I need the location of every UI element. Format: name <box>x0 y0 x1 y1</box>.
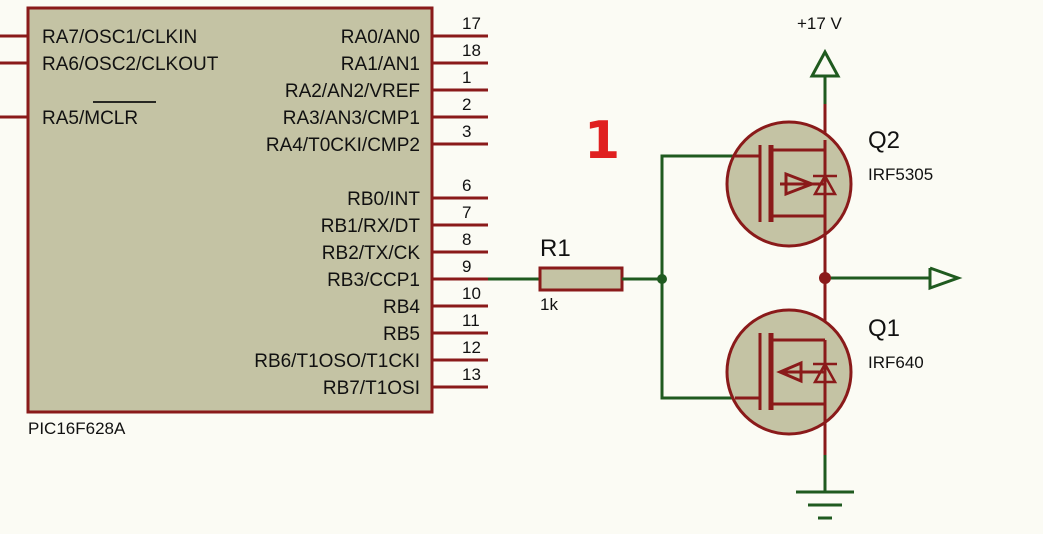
mosfet-q1[interactable]: Q1 IRF640 <box>725 308 924 436</box>
right-pin-stubs <box>432 34 488 389</box>
supply-terminal[interactable]: +17 V <box>797 14 843 104</box>
pin-number: 7 <box>462 203 471 222</box>
pic-microcontroller[interactable]: RA7/OSC1/CLKIN RA6/OSC2/CLKOUT RA5/MCLR … <box>0 6 488 438</box>
pin-number: 10 <box>462 284 481 303</box>
gate-bus-wire[interactable] <box>660 154 735 400</box>
chip-body <box>26 6 434 414</box>
q1-part-label: IRF640 <box>868 353 924 372</box>
q1-arrow-icon <box>776 360 803 384</box>
resistor-value-label: 1k <box>540 295 558 314</box>
resistor-r1[interactable]: R1 1k <box>538 235 624 314</box>
pin-number: 13 <box>462 365 481 384</box>
pin-label: RA0/AN0 <box>341 27 420 48</box>
pin-label-ra5: RA5/MCLR <box>42 108 138 129</box>
pin-label: RA1/AN1 <box>341 54 420 75</box>
gate-junction-dot <box>657 274 667 284</box>
pin-number: 2 <box>462 95 471 114</box>
q2-part-label: IRF5305 <box>868 165 933 184</box>
pin-number: 18 <box>462 41 481 60</box>
pin-label: RA2/AN2/VREF <box>285 81 420 102</box>
q2-arrow-icon <box>784 171 817 197</box>
pin-label: RB3/CCP1 <box>327 270 420 291</box>
pin-number: 1 <box>462 68 471 87</box>
pin-number: 12 <box>462 338 481 357</box>
q2-ref-label: Q2 <box>868 127 900 154</box>
q1-diode-icon <box>812 361 838 384</box>
q1-ref-label: Q1 <box>868 315 900 342</box>
pin-label: RB5 <box>383 324 420 345</box>
pin-number: 8 <box>462 230 471 249</box>
pin-label-ra6: RA6/OSC2/CLKOUT <box>42 54 219 75</box>
resistor-ref-label: R1 <box>540 235 571 262</box>
pin-number: 11 <box>462 311 480 330</box>
q2-diode-icon <box>812 173 838 196</box>
pin-number: 6 <box>462 176 471 195</box>
pin-label: RA3/AN3/CMP1 <box>283 108 420 129</box>
marker-number: 1 <box>584 111 620 171</box>
output-terminal-icon[interactable] <box>928 266 963 291</box>
pin-number: 17 <box>462 14 481 33</box>
pin-label: RB4 <box>383 297 420 318</box>
pin-label: RB0/INT <box>347 189 420 210</box>
pin-number: 9 <box>462 257 471 276</box>
pin-label: RA4/T0CKI/CMP2 <box>266 135 420 156</box>
supply-label: +17 V <box>797 14 843 33</box>
ground-symbol[interactable] <box>796 455 854 520</box>
resistor-body <box>538 266 624 292</box>
pin-label: RB6/T1OSO/T1CKI <box>254 351 420 372</box>
pin-label-ra7: RA7/OSC1/CLKIN <box>42 27 197 48</box>
pin-label: RB2/TX/CK <box>322 243 421 264</box>
mosfet-q2[interactable]: Q2 IRF5305 <box>725 120 933 248</box>
supply-arrow-icon <box>809 48 841 78</box>
pin-label: RB1/RX/DT <box>321 216 421 237</box>
pin-number: 3 <box>462 122 471 141</box>
output-junction-dot <box>819 272 831 284</box>
pin-label: RB7/T1OSI <box>323 378 420 399</box>
chip-name-label: PIC16F628A <box>28 419 126 438</box>
